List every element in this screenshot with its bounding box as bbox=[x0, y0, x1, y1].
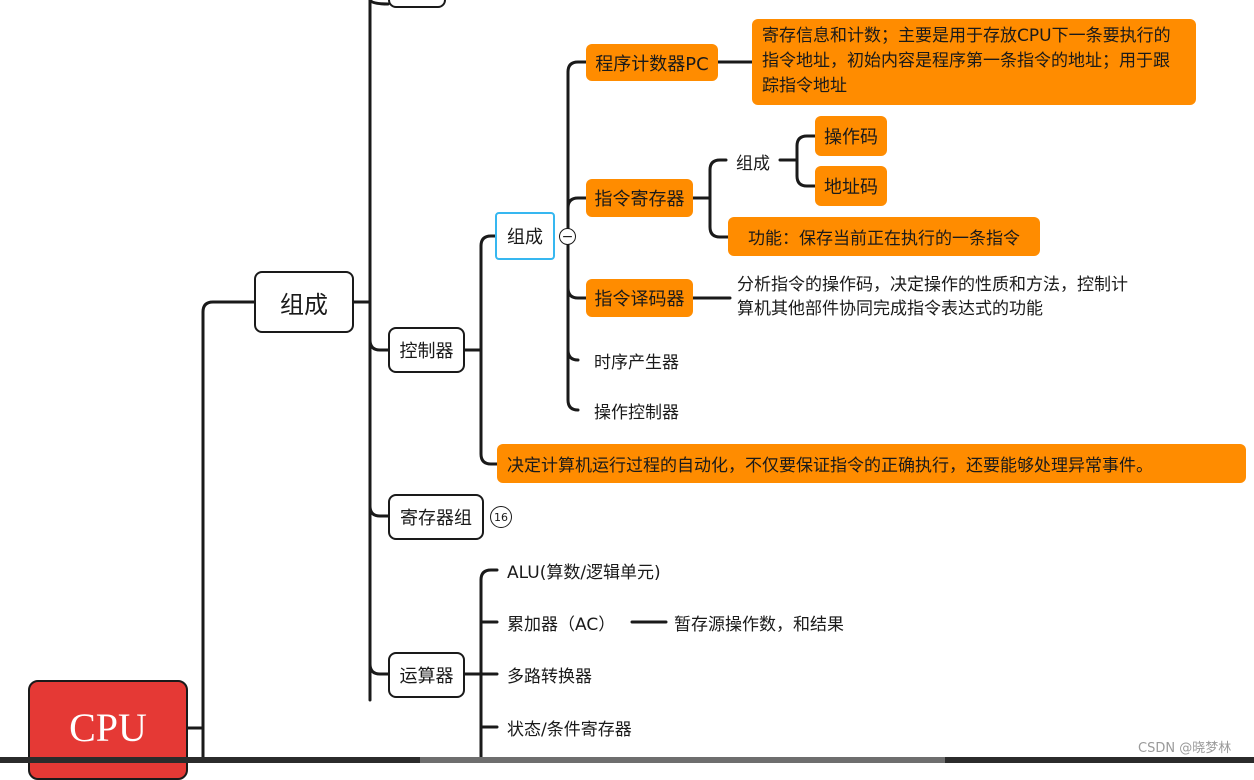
timing-label: 时序产生器 bbox=[594, 352, 679, 373]
zucheng-main-node[interactable]: 组成 bbox=[254, 271, 354, 333]
pc-label: 程序计数器PC bbox=[595, 53, 709, 75]
mux-node[interactable]: 多路转换器 bbox=[499, 662, 619, 687]
alu-node[interactable]: ALU(算数/逻辑单元) bbox=[499, 558, 689, 583]
mux-label: 多路转换器 bbox=[507, 666, 592, 687]
addrcode-node[interactable]: 地址码 bbox=[815, 166, 887, 206]
controller-node[interactable]: 控制器 bbox=[388, 327, 465, 373]
connector-lines bbox=[186, 0, 817, 759]
opcode-node[interactable]: 操作码 bbox=[815, 116, 887, 156]
pc-desc-node[interactable]: 寄存信息和计数；主要是用于存放CPU下一条要执行的指令地址，初始内容是程序第一条… bbox=[752, 19, 1196, 105]
decoder-desc-node[interactable]: 分析指令的操作码，决定操作的性质和方法，控制计算机其他部件协同完成指令表达式的功… bbox=[730, 273, 1130, 327]
status-reg-label: 状态/条件寄存器 bbox=[507, 719, 632, 740]
regs-node[interactable]: 寄存器组 bbox=[388, 494, 484, 540]
controller-label: 控制器 bbox=[399, 341, 454, 362]
controller-desc-node[interactable]: 决定计算机运行过程的自动化，不仅要保证指令的正确执行，还要能够处理异常事件。 bbox=[497, 444, 1246, 483]
collapse-toggle-icon[interactable]: − bbox=[559, 228, 576, 245]
timing-node[interactable]: 时序产生器 bbox=[586, 348, 696, 373]
watermark: CSDN @晓梦林 bbox=[1138, 741, 1232, 756]
acc-desc-label: 暂存源操作数，和结果 bbox=[674, 614, 844, 635]
ir-zucheng-label: 组成 bbox=[736, 153, 770, 174]
acc-node[interactable]: 累加器（AC） bbox=[499, 610, 632, 635]
op-ctrl-label: 操作控制器 bbox=[594, 402, 679, 423]
ir-func-label: 功能：保存当前正在执行的一条指令 bbox=[748, 229, 1020, 249]
regs-count-badge[interactable]: 16 bbox=[490, 506, 512, 528]
decoder-label: 指令译码器 bbox=[594, 289, 685, 310]
op-ctrl-node[interactable]: 操作控制器 bbox=[586, 398, 696, 423]
pc-node[interactable]: 程序计数器PC bbox=[586, 44, 718, 81]
cpu-root-node[interactable]: CPU bbox=[28, 680, 188, 780]
opcode-label: 操作码 bbox=[824, 127, 878, 148]
alu-group-label: 运算器 bbox=[399, 666, 454, 687]
decoder-node[interactable]: 指令译码器 bbox=[586, 279, 693, 317]
status-reg-node[interactable]: 状态/条件寄存器 bbox=[499, 715, 659, 740]
pc-desc-text: 寄存信息和计数；主要是用于存放CPU下一条要执行的指令地址，初始内容是程序第一条… bbox=[762, 26, 1171, 96]
regs-label: 寄存器组 bbox=[400, 508, 472, 529]
alu-group-node[interactable]: 运算器 bbox=[388, 652, 465, 698]
top-partial-node[interactable] bbox=[388, 0, 446, 8]
controller-zucheng-node[interactable]: 组成 bbox=[495, 212, 555, 260]
acc-label: 累加器（AC） bbox=[507, 614, 616, 635]
ir-label: 指令寄存器 bbox=[594, 189, 685, 210]
acc-desc-node[interactable]: 暂存源操作数，和结果 bbox=[666, 610, 866, 635]
horizontal-scrollbar-thumb[interactable] bbox=[420, 757, 945, 763]
decoder-desc-text: 分析指令的操作码，决定操作的性质和方法，控制计算机其他部件协同完成指令表达式的功… bbox=[737, 275, 1128, 319]
ir-node[interactable]: 指令寄存器 bbox=[586, 179, 693, 217]
ir-func-node[interactable]: 功能：保存当前正在执行的一条指令 bbox=[728, 217, 1040, 256]
zucheng-main-label: 组成 bbox=[280, 290, 328, 319]
controller-desc-text: 决定计算机运行过程的自动化，不仅要保证指令的正确执行，还要能够处理异常事件。 bbox=[507, 456, 1153, 476]
controller-zucheng-label: 组成 bbox=[507, 227, 543, 248]
alu-label: ALU(算数/逻辑单元) bbox=[507, 562, 661, 583]
addrcode-label: 地址码 bbox=[824, 177, 878, 198]
ir-zucheng-node[interactable]: 组成 bbox=[728, 149, 778, 174]
cpu-label: CPU bbox=[69, 704, 147, 750]
